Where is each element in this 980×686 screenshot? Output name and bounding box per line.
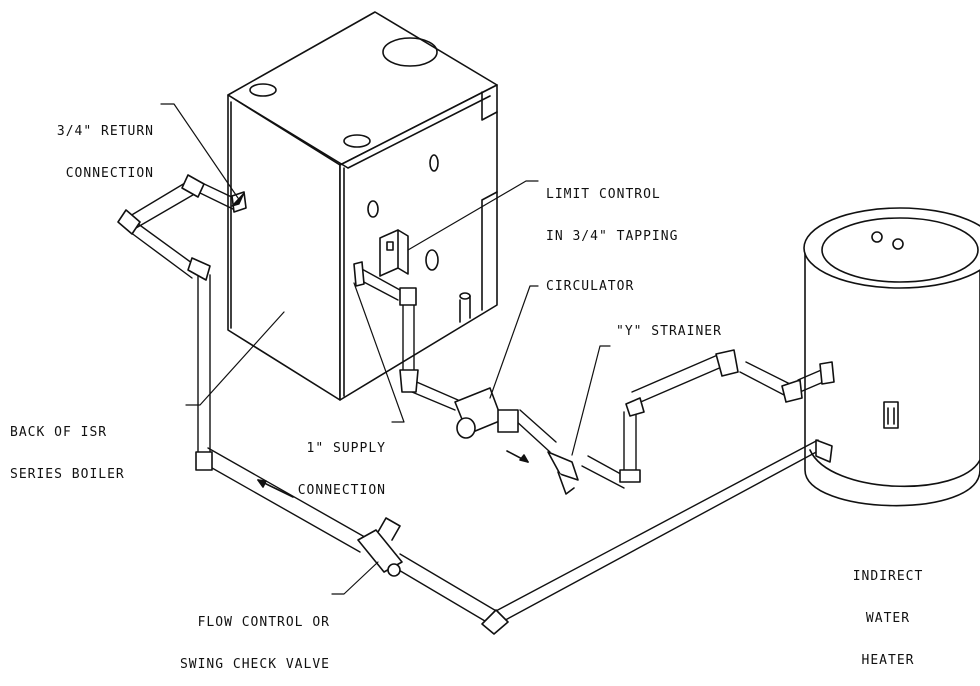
top-port-left xyxy=(249,83,277,97)
flow-arrow-return xyxy=(257,479,294,498)
y-strainer-label: "Y" STRAINER xyxy=(616,324,722,339)
flow-arrow-supply xyxy=(506,450,529,463)
top-port-right xyxy=(343,134,371,148)
leader-lines xyxy=(160,103,611,595)
circulator xyxy=(454,387,519,439)
heater-thermostat xyxy=(883,401,899,429)
limit-control-label-line1: LIMIT CONTROL xyxy=(546,187,661,202)
boiler-back-label-line2: SERIES BOILER xyxy=(10,467,125,482)
water-heater-label-line2: WATER xyxy=(865,611,911,626)
piping-diagram xyxy=(117,11,980,635)
flue-opening xyxy=(382,37,438,67)
return-connection-label-line2: CONNECTION xyxy=(65,166,154,181)
indirect-water-heater xyxy=(803,207,980,507)
supply-connection-label-line2: CONNECTION xyxy=(297,483,386,498)
flow-control-label-line1: FLOW CONTROL OR xyxy=(197,615,330,630)
boiler xyxy=(227,11,498,401)
pipe-network xyxy=(129,179,829,625)
supply-connection-label-line1: 1" SUPPLY xyxy=(306,441,386,456)
circulator-label: CIRCULATOR xyxy=(546,279,635,294)
return-connection-label-line1: 3/4" RETURN xyxy=(56,124,154,139)
water-heater-label-line1: INDIRECT xyxy=(852,569,924,584)
y-strainer xyxy=(547,451,579,495)
flow-control-label-line2: SWING CHECK VALVE xyxy=(179,657,330,672)
pipe-fittings xyxy=(117,174,835,635)
boiler-back-label-line1: BACK OF ISR xyxy=(10,425,108,440)
flow-control-valve xyxy=(357,517,403,577)
limit-control-box xyxy=(379,229,409,277)
water-heater-label-line3: HEATER xyxy=(861,653,915,668)
limit-control-label-line2: IN 3/4" TAPPING xyxy=(546,229,679,244)
